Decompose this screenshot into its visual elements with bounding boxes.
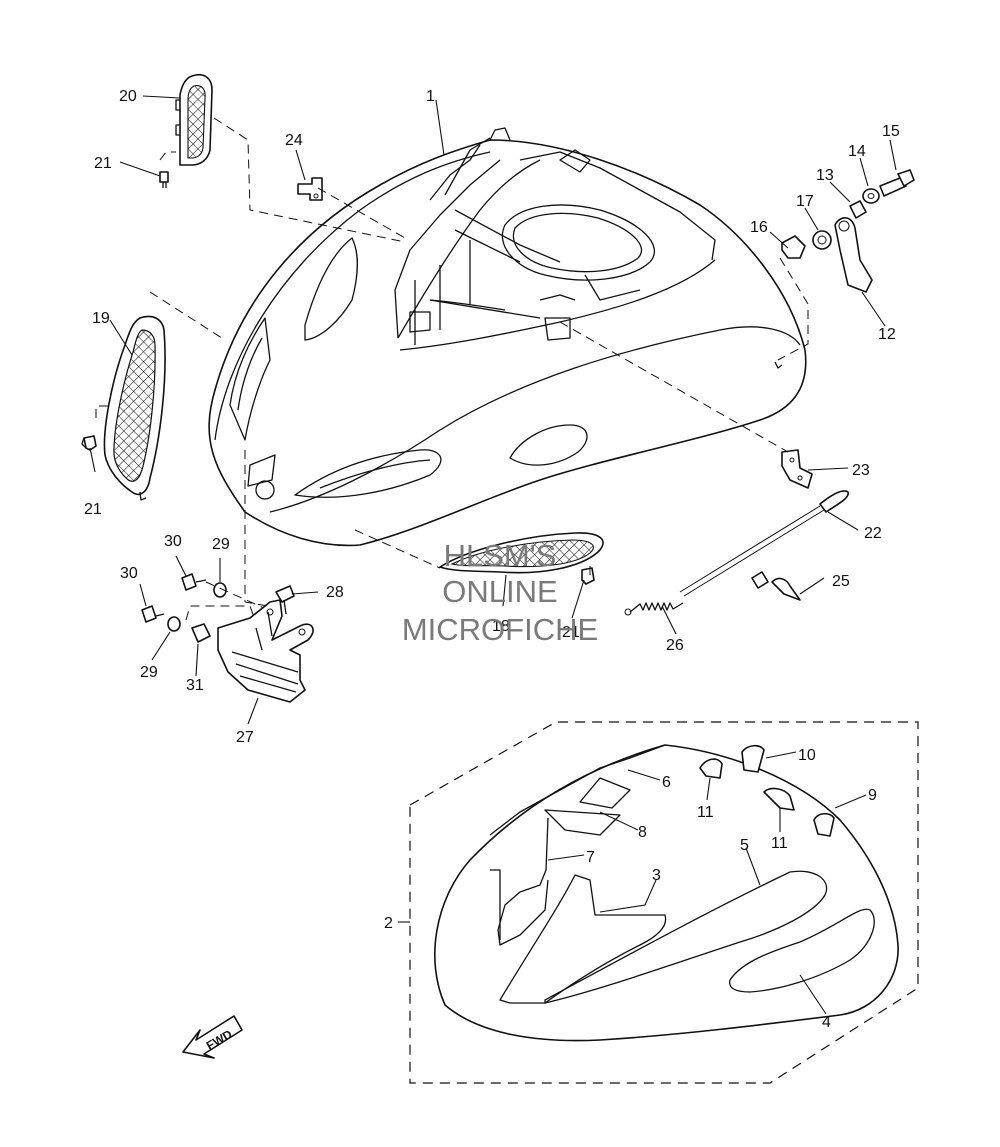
callout-25: 25 [832,573,850,590]
callout-23: 23 [852,462,870,479]
callout-30-bottom: 30 [120,565,138,582]
decal-set-2 [409,721,919,1084]
callout-30-top: 30 [164,533,182,550]
callout-9: 9 [868,787,877,804]
spring-26 [624,602,684,616]
assembly-lines [95,117,809,621]
mesh-panel-18 [439,532,604,574]
callout-28: 28 [326,584,344,601]
bolt-28 [275,585,295,615]
callout-31: 31 [186,677,204,694]
clip-21-top [159,171,169,188]
callout-27: 27 [236,729,254,746]
cable-22 [679,490,849,597]
nut-16 [781,235,806,259]
callout-14: 14 [848,143,866,160]
bolt-30-bottom [141,605,165,623]
clip-21-left [81,435,97,451]
callout-21-left: 21 [84,501,102,518]
callout-21-mid: 21 [562,624,580,641]
callout-18: 18 [492,618,510,635]
callout-labels: 1 2 3 4 5 6 7 8 9 10 11 11 12 13 14 15 1… [84,88,900,1031]
callout-4: 4 [822,1014,831,1031]
collar-31 [191,623,211,643]
mesh-panel-19 [103,315,166,501]
callout-7: 7 [586,849,595,866]
callout-19: 19 [92,310,110,327]
bracket-27 [217,599,314,703]
collar-13 [849,200,867,219]
watermark-line-1: HLSM'S [444,538,557,573]
washer-29-top [213,582,227,598]
watermark-line-2: ONLINE [442,574,557,609]
callout-20: 20 [119,88,137,105]
callout-29-bottom: 29 [140,664,158,681]
callout-11-left: 11 [697,804,714,821]
callout-24: 24 [285,132,303,149]
callout-21-top: 21 [94,155,112,172]
callout-29-top: 29 [212,536,230,553]
bolt-30-top [181,573,207,591]
leader-lines [89,95,897,1015]
watermark-line-3: MICROFICHE [402,612,598,647]
watermark: HLSM'S ONLINE MICROFICHE [402,538,598,647]
pull-knob-25 [751,571,801,601]
callout-8: 8 [638,824,647,841]
washer-29-bottom [167,616,181,632]
callout-1: 1 [426,88,435,105]
callout-12: 12 [878,326,896,343]
callout-3: 3 [652,867,661,884]
bracket-23 [781,449,813,489]
callout-5: 5 [740,837,749,854]
mesh-panel-20 [175,74,213,166]
bracket-24 [297,177,323,201]
callout-22: 22 [864,525,882,542]
hood-main-part [208,127,807,547]
bolt-15 [879,169,915,197]
washer-14 [862,188,880,204]
fwd-arrow-icon: FWD [182,1015,243,1059]
callout-2: 2 [384,915,393,932]
callout-13: 13 [816,167,834,184]
callout-10: 10 [798,747,816,764]
callout-16: 16 [750,219,768,236]
callout-26: 26 [666,637,684,654]
callout-6: 6 [662,774,671,791]
callout-15: 15 [882,123,900,140]
latch-arm-12 [834,217,873,293]
callout-17: 17 [796,193,814,210]
callout-11-right: 11 [771,835,788,852]
bushing-17 [812,230,832,250]
